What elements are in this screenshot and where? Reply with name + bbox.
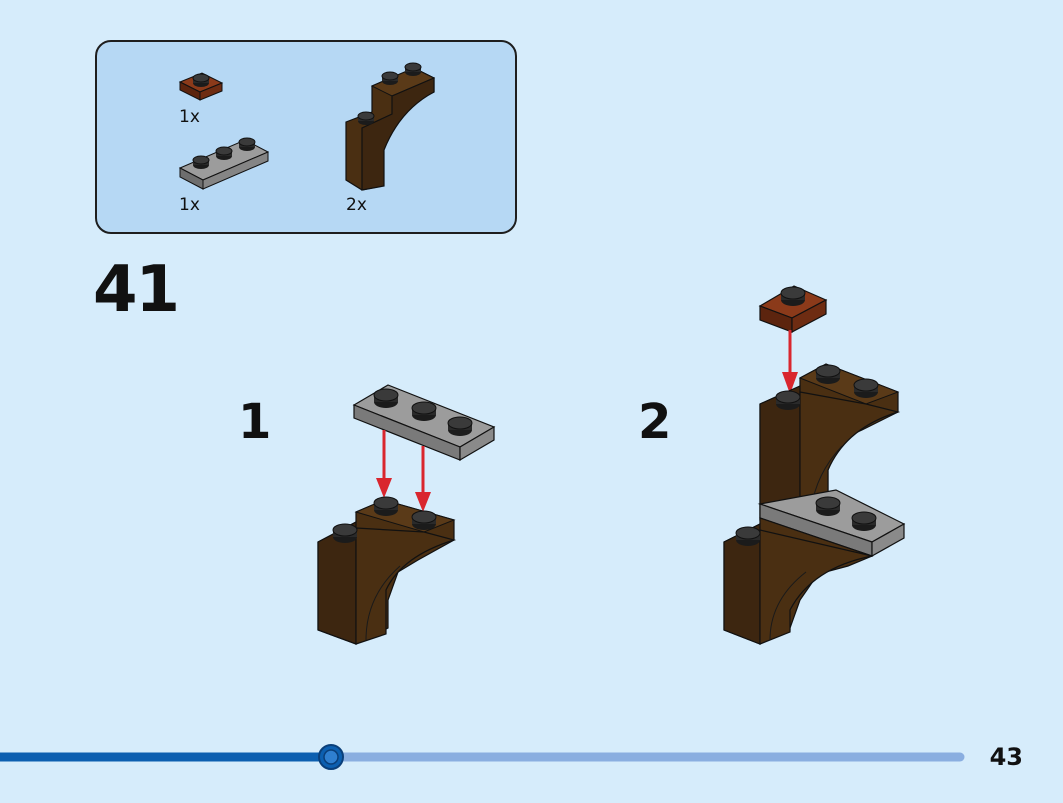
progress-bar xyxy=(0,744,965,770)
parts-callout-box xyxy=(95,40,517,234)
part-plate-1x3-gray xyxy=(178,137,270,190)
step2-plate-1x1-reddish-brown xyxy=(758,285,828,333)
step1-arrow-right xyxy=(415,446,431,512)
substep-label-1: 1 xyxy=(238,394,272,450)
step2-arch-lower xyxy=(723,517,874,645)
step1-arrow-left xyxy=(376,430,392,498)
part-plate-1x1-reddish-brown xyxy=(178,72,224,101)
page-number: 43 xyxy=(989,743,1023,771)
step2-arrow xyxy=(782,330,798,394)
part-qty-plate-1x1: 1x xyxy=(179,107,200,127)
part-qty-arch: 2x xyxy=(346,195,367,215)
substep-label-2: 2 xyxy=(638,394,672,450)
part-qty-plate-1x3: 1x xyxy=(179,195,200,215)
part-arch-brown xyxy=(345,62,436,191)
step1-plate-1x3-gray xyxy=(352,384,496,462)
step1-arch-brown xyxy=(317,496,457,645)
step-number: 41 xyxy=(93,253,180,327)
progress-knob-inner xyxy=(323,749,339,765)
step2-plate-1x3-gray xyxy=(757,489,906,558)
